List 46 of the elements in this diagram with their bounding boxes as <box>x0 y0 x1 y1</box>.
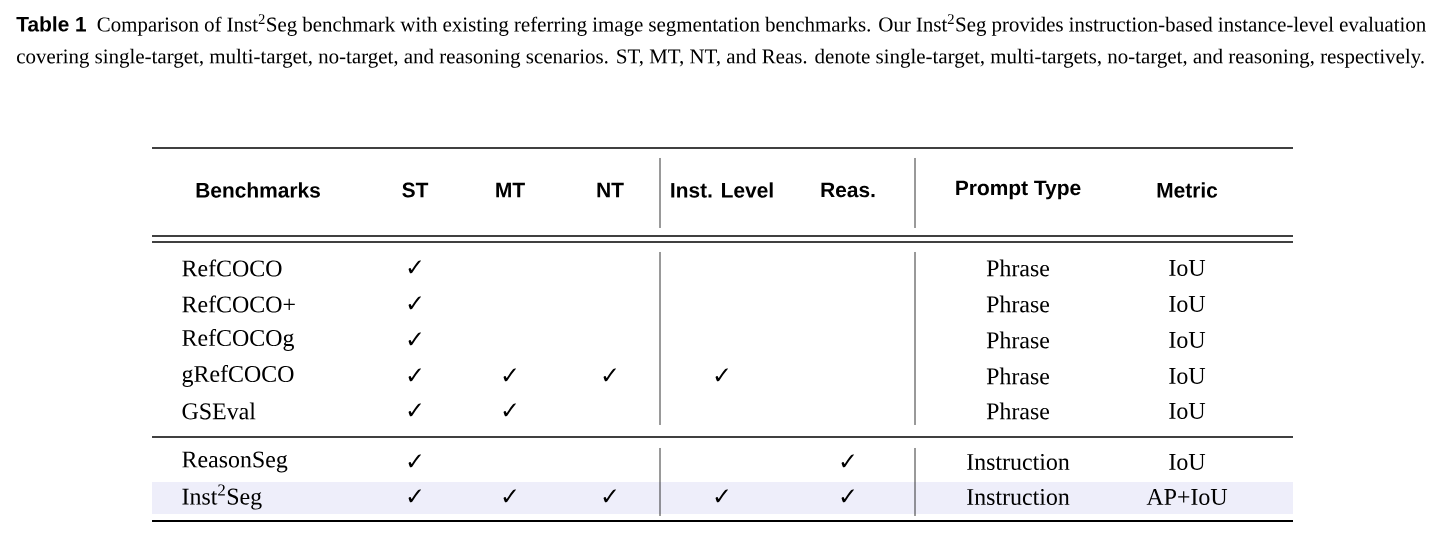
benchmark-name: RefCOCO <box>182 259 282 277</box>
table-cell: Instruction <box>967 453 1070 471</box>
check-mark: ✓ <box>408 260 421 274</box>
check-mark: ✓ <box>715 489 728 503</box>
table-cell: Phrase <box>986 402 1050 420</box>
benchmark-name: RefCOCOg <box>182 329 294 351</box>
caption: Table 1 Comparison of Inst$^{2}$Seg benchmark with existing referring image segmentation benchmarks. Our Inst$^{2}$Seg provides instruction-based instance-level evaluation covering single-target, multi-target, no-target, and reasoning scenarios. ST, MT, NT, and Reas. denote single-target, multi-targets, no-target, and reasoning, respectively. <box>16 14 1426 68</box>
check-mark: ✓ <box>603 368 616 382</box>
check-mark: ✓ <box>408 403 421 417</box>
table-cell: IoU <box>1169 296 1206 312</box>
table-cell: Phrase <box>986 295 1050 313</box>
check-mark: ✓ <box>408 296 421 310</box>
column-header: MT <box>496 182 525 198</box>
column-header: Benchmarks <box>196 182 320 198</box>
benchmark-name: Inst$^{2}$Seg <box>182 484 262 510</box>
column-header: Prompt Type <box>956 180 1081 200</box>
check-mark: ✓ <box>408 454 421 468</box>
table-cell: Phrase <box>986 259 1050 277</box>
check-mark: ✓ <box>603 489 616 503</box>
column-header: NT <box>597 182 624 198</box>
table-cell: AP+IoU <box>1146 489 1228 505</box>
table-cell: IoU <box>1169 454 1206 470</box>
benchmark-name: RefCOCO+ <box>182 295 295 313</box>
benchmark-name: gRefCOCO <box>182 365 294 387</box>
check-mark: ✓ <box>503 489 516 503</box>
table-cell: Phrase <box>986 331 1050 349</box>
column-header: Reas. <box>821 182 875 198</box>
table-cell: IoU <box>1169 368 1206 384</box>
column-header: Inst. Level <box>671 182 773 198</box>
benchmark-name: GSEval <box>182 402 256 420</box>
check-mark: ✓ <box>408 332 421 346</box>
benchmark-name: ReasonSeg <box>182 451 288 473</box>
check-mark: ✓ <box>408 368 421 382</box>
table-cell: IoU <box>1169 260 1206 276</box>
table-cell: Phrase <box>986 367 1050 385</box>
check-mark: ✓ <box>841 489 854 503</box>
check-mark: ✓ <box>408 489 421 503</box>
table-cell: IoU <box>1169 332 1206 348</box>
table-cell: IoU <box>1169 403 1206 419</box>
check-mark: ✓ <box>715 368 728 382</box>
check-mark: ✓ <box>841 454 854 468</box>
check-mark: ✓ <box>503 368 516 382</box>
column-header: ST <box>402 182 429 198</box>
check-mark: ✓ <box>503 403 516 417</box>
column-header: Metric <box>1157 182 1218 198</box>
table-cell: Instruction <box>967 488 1070 506</box>
